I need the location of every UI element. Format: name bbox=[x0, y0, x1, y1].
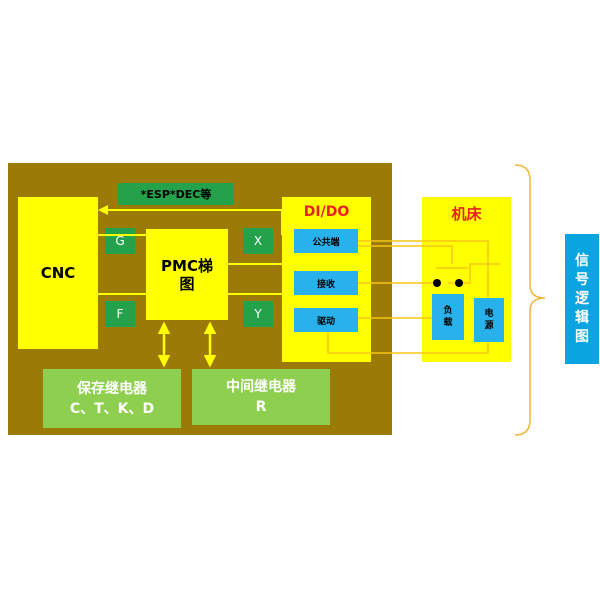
signal-logic-char-4: 辑 bbox=[575, 309, 589, 326]
esp-dec-box: *ESP*DEC等 bbox=[118, 183, 234, 205]
mid-relay-box: 中间继电器 R bbox=[192, 369, 330, 425]
load-char-2: 载 bbox=[443, 318, 453, 328]
cnc-label: CNC bbox=[40, 264, 76, 282]
mid-relay-sub: R bbox=[255, 399, 267, 415]
signal-x-box: X bbox=[243, 228, 273, 254]
esp-dec-label: *ESP*DEC等 bbox=[140, 188, 212, 201]
power-char-2: 源 bbox=[484, 321, 494, 331]
cnc-box: CNC bbox=[18, 197, 98, 349]
signal-x-label: X bbox=[253, 234, 263, 248]
common-terminal-label: 公共端 bbox=[312, 237, 340, 248]
signal-logic-char-3: 逻 bbox=[575, 290, 589, 307]
keep-relay-box: 保存继电器 C、T、K、D bbox=[43, 369, 181, 428]
signal-y-label: Y bbox=[254, 307, 262, 321]
receive-label: 接收 bbox=[316, 279, 335, 290]
common-terminal-box: 公共端 bbox=[294, 229, 358, 253]
pmc-label-line1: PMC梯 bbox=[161, 256, 213, 275]
signal-y-box: Y bbox=[243, 301, 273, 327]
signal-logic-char-5: 图 bbox=[575, 328, 589, 345]
signal-logic-box: 信 号 逻 辑 图 bbox=[565, 234, 599, 364]
keep-relay-sub: C、T、K、D bbox=[69, 400, 155, 417]
bracket bbox=[514, 164, 546, 436]
mid-relay-title: 中间继电器 bbox=[226, 379, 296, 395]
signal-logic-char-1: 信 bbox=[575, 252, 589, 269]
load-char-1: 负 bbox=[443, 306, 453, 316]
signal-logic-char-2: 号 bbox=[575, 271, 589, 288]
power-box: 电 源 bbox=[474, 298, 504, 342]
dido-title: DI/DO bbox=[303, 204, 350, 220]
machine-title: 机床 bbox=[451, 204, 482, 223]
pmc-label-line2: 图 bbox=[179, 274, 195, 293]
signal-g-label: G bbox=[115, 234, 125, 248]
load-box: 负 载 bbox=[432, 294, 464, 340]
drive-box: 驱动 bbox=[294, 308, 358, 332]
signal-f-label: F bbox=[116, 307, 124, 321]
power-char-1: 电 bbox=[484, 309, 494, 319]
signal-f-box: F bbox=[105, 301, 135, 327]
signal-g-box: G bbox=[105, 228, 135, 254]
receive-box: 接收 bbox=[294, 271, 358, 295]
drive-label: 驱动 bbox=[316, 316, 335, 327]
pmc-ladder-box: PMC梯 图 bbox=[146, 229, 228, 320]
keep-relay-title: 保存继电器 bbox=[77, 380, 147, 397]
